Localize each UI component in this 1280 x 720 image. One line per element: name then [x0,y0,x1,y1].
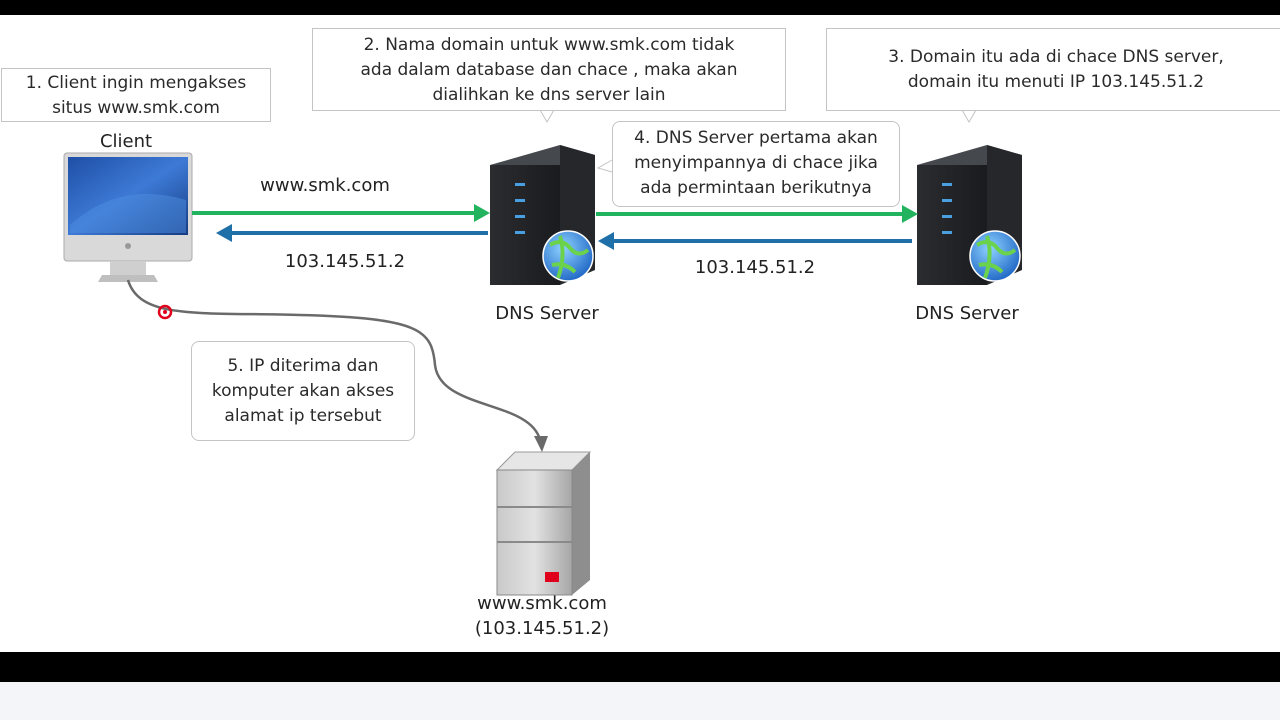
callout-step-2-line-2: ada dalam database dan chace , maka akan [360,60,738,80]
request-arrow-dns1-dns2 [596,205,918,223]
callout-step-4-line-3: ada permintaan berikutnya [640,178,872,198]
callout-step-5-line-3: alamat ip tersebut [224,406,382,426]
callout-step-5: 5. IP diterima dan komputer akan akses a… [191,341,415,441]
response-arrow-dns2-dns1 [598,232,912,250]
callout-4-tail [596,159,613,173]
callout-step-3-line-2: domain itu menuti IP 103.145.51.2 [907,72,1205,92]
callout-step-3-line-1: 3. Domain itu ada di chace DNS server, [888,47,1224,67]
response-arrow-2-label: 103.145.51.2 [694,257,816,278]
response-arrow-1-label: 103.145.51.2 [284,251,406,272]
callout-step-4-line-1: 4. DNS Server pertama akan [634,128,878,148]
diagram-graphics [63,109,1022,596]
callout-step-5-line-1: 5. IP diterima dan [227,356,379,376]
client-label: Client [99,131,153,152]
bottom-strip [0,682,1280,720]
callout-step-1-line-2: situs www.smk.com [52,98,220,118]
web-server-name-label: www.smk.com [477,593,607,614]
dns-server-2-icon [917,145,1022,285]
web-server-ip-label: (103.145.51.2) [474,618,610,639]
callout-step-4-line-2: menyimpannya di chace jika [634,153,878,173]
web-server-icon [495,451,592,596]
dns-server-1-label: DNS Server [495,303,599,324]
request-arrow-client-dns1 [192,204,490,222]
callout-step-4: 4. DNS Server pertama akan menyimpannya … [612,121,900,207]
callout-step-1: 1. Client ingin mengakses situs www.smk.… [1,68,271,122]
callout-step-2-line-1: 2. Nama domain untuk www.smk.com tidak [363,35,735,55]
diagram-canvas: 1. Client ingin mengakses situs www.smk.… [0,15,1280,652]
callout-3-tail [961,109,977,123]
callout-step-2: 2. Nama domain untuk www.smk.com tidak a… [312,28,786,111]
request-arrow-label: www.smk.com [260,175,390,196]
dns-server-2-label: DNS Server [915,303,1019,324]
connector-client-webserver [126,279,548,452]
dns-server-1-icon [490,145,595,285]
callout-2-tail [539,109,555,123]
callout-step-1-line-1: 1. Client ingin mengakses [25,73,247,93]
response-arrow-dns1-client [216,224,488,242]
callout-step-5-line-2: komputer akan akses [211,381,395,401]
cursor-marker-icon [157,304,173,320]
callout-step-3: 3. Domain itu ada di chace DNS server, d… [826,28,1280,111]
client-computer-icon [63,152,193,282]
callout-step-2-line-3: dialihkan ke dns server lain [432,85,666,105]
